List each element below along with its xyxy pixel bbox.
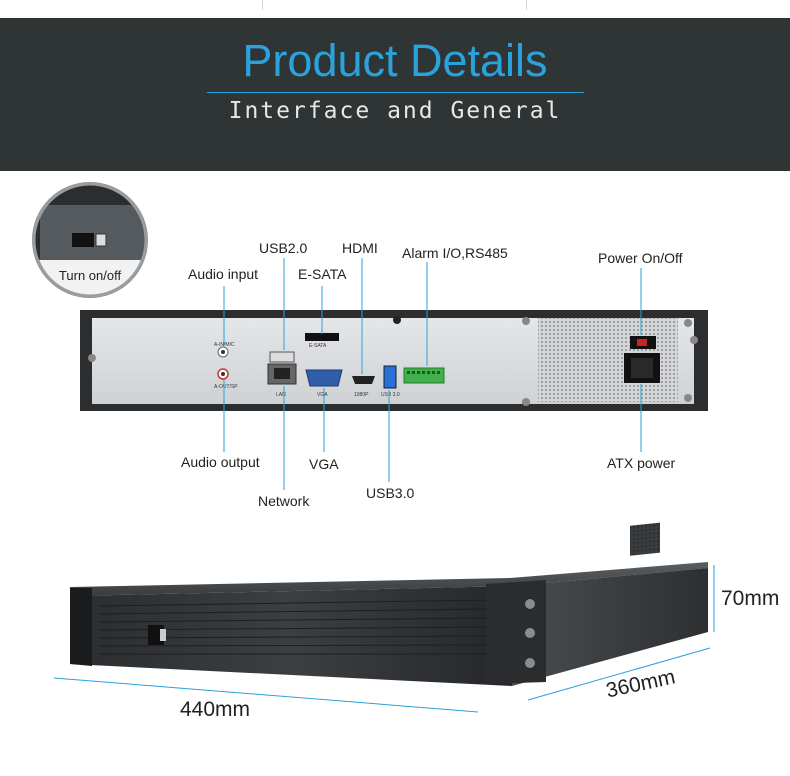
label-power-onoff: Power On/Off bbox=[598, 250, 683, 266]
label-audio-output: Audio output bbox=[181, 454, 260, 470]
usb30-port bbox=[383, 365, 397, 389]
label-alarm: Alarm I/O,RS485 bbox=[402, 245, 508, 261]
zoom-label: Turn on/off bbox=[58, 268, 122, 283]
screw-icon bbox=[690, 336, 698, 344]
label-usb30: USB3.0 bbox=[366, 485, 415, 501]
dimension-lines bbox=[53, 565, 715, 713]
vga-port bbox=[305, 369, 343, 387]
banner-subtitle: Interface and General bbox=[228, 98, 562, 124]
screw-icon bbox=[684, 394, 692, 402]
screw-icon bbox=[88, 354, 96, 362]
strip-divider bbox=[526, 0, 527, 10]
usb20-port bbox=[269, 351, 295, 363]
print-a-out: A-OUT/SP bbox=[214, 384, 238, 390]
label-atx-power: ATX power bbox=[607, 455, 676, 471]
dim-width: 440mm bbox=[180, 698, 251, 721]
screw-icon bbox=[684, 319, 692, 327]
chassis-3d bbox=[70, 522, 708, 686]
print-hdmi: 1080P bbox=[354, 392, 369, 398]
print-usb30: USB 3.0 bbox=[381, 392, 400, 398]
top-strip bbox=[0, 0, 790, 18]
zoom-switch bbox=[72, 233, 94, 247]
screw-icon bbox=[393, 316, 401, 324]
banner-title: Product Details bbox=[242, 35, 548, 86]
alarm-terminal bbox=[403, 367, 445, 384]
callout-lines bbox=[223, 258, 642, 490]
zoom-inset bbox=[32, 182, 148, 298]
label-audio-input: Audio input bbox=[188, 266, 259, 282]
label-vga: VGA bbox=[309, 456, 339, 472]
screw-icon bbox=[522, 398, 530, 406]
strip-divider bbox=[262, 0, 263, 10]
label-usb20: USB2.0 bbox=[259, 240, 308, 256]
label-network: Network bbox=[258, 493, 310, 509]
esata-port bbox=[305, 333, 339, 341]
screw-icon bbox=[522, 317, 530, 325]
label-hdmi: HDMI bbox=[342, 240, 378, 256]
header-banner: Product Details Interface and General bbox=[0, 18, 790, 171]
rear-panel bbox=[80, 310, 708, 411]
dim-height: 70mm bbox=[721, 587, 780, 610]
print-lan: LAN bbox=[276, 392, 286, 398]
print-vga: VGA bbox=[317, 392, 328, 398]
label-esata: E-SATA bbox=[298, 266, 347, 282]
print-esata: E-SATA bbox=[309, 343, 327, 349]
banner-underline bbox=[207, 92, 584, 93]
hdmi-port bbox=[352, 376, 375, 384]
